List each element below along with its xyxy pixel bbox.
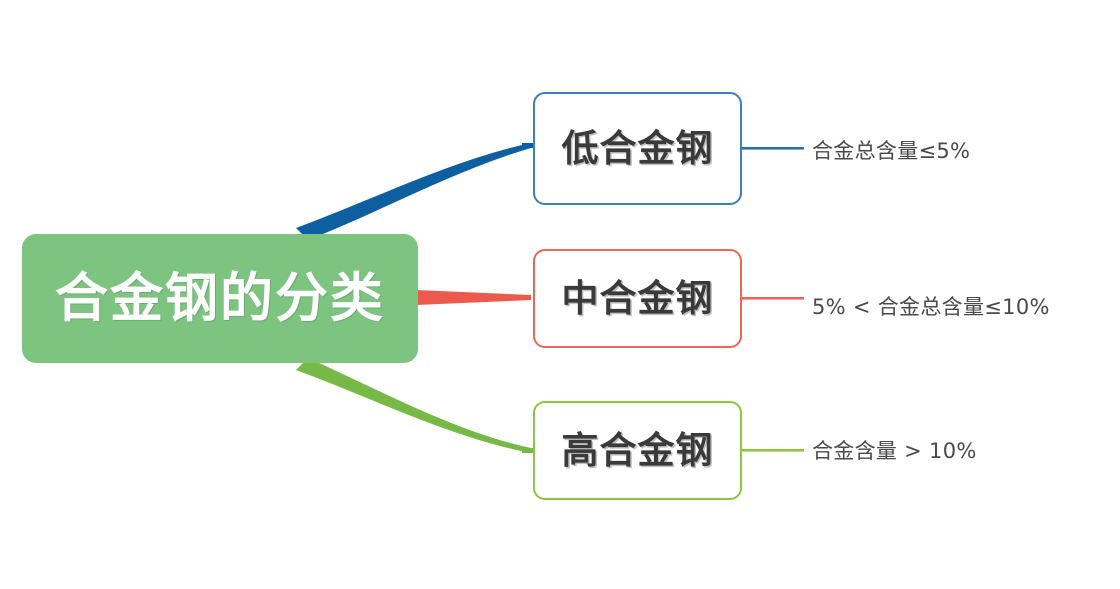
root-node-label: 合金钢的分类 xyxy=(55,268,385,329)
leader-line-high-alloy xyxy=(742,449,804,452)
node-low-alloy[interactable]: 低合金钢 xyxy=(533,92,742,205)
edge-line-medium-alloy xyxy=(416,290,531,305)
node-high-alloy-label: 高合金钢 xyxy=(561,429,714,472)
edge-stub-low-alloy xyxy=(522,143,535,148)
node-medium-alloy-label: 中合金钢 xyxy=(561,277,714,320)
edge-curve-low-alloy xyxy=(296,143,531,240)
annotation-low-alloy: 合金总含量≤5% xyxy=(812,139,971,163)
edge-curve-high-alloy xyxy=(296,358,531,453)
leader-line-low-alloy xyxy=(742,147,804,150)
leader-line-medium-alloy xyxy=(742,297,804,300)
annotation-medium-alloy: 5% < 合金总含量≤10% xyxy=(812,295,1050,319)
node-low-alloy-label: 低合金钢 xyxy=(561,127,714,170)
edge-stub-high-alloy xyxy=(522,448,535,453)
node-medium-alloy[interactable]: 中合金钢 xyxy=(533,249,742,348)
node-high-alloy[interactable]: 高合金钢 xyxy=(533,401,742,500)
root-node[interactable]: 合金钢的分类 xyxy=(22,234,418,363)
annotation-high-alloy: 合金含量 > 10% xyxy=(812,439,977,463)
